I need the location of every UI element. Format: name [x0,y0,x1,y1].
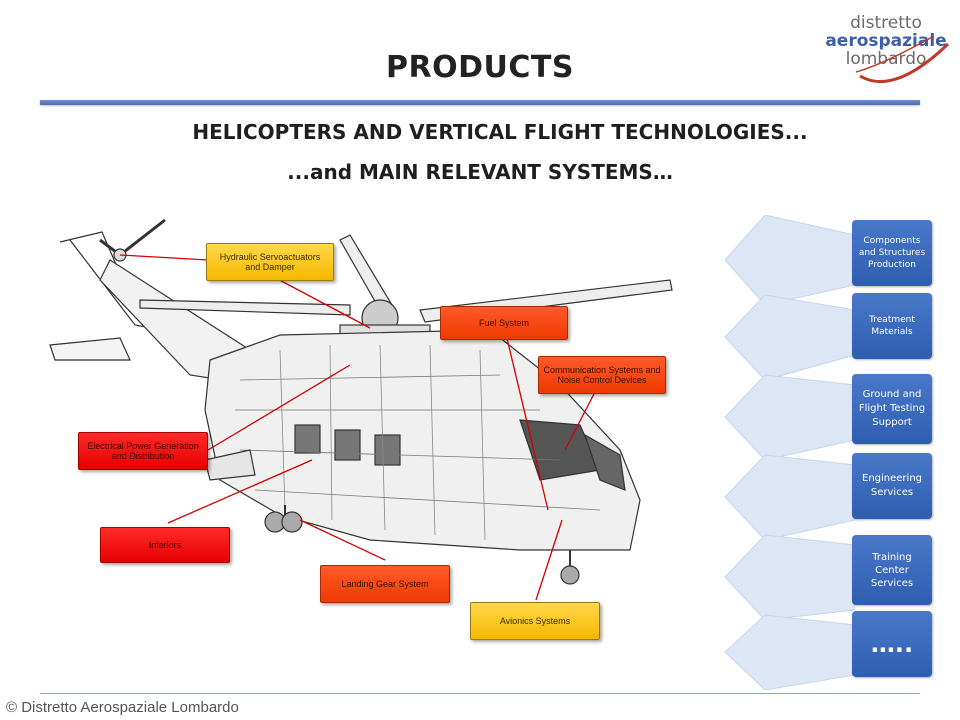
sidebar-arrows [725,215,855,690]
callout-landing-gear: Landing Gear System [320,565,450,603]
logo-swoosh-icon [855,35,950,84]
sidebar-item-components-structures[interactable]: Components and Structures Production [852,220,932,286]
logo-line-1: distretto [850,13,922,33]
footer-divider [40,693,920,694]
title-divider [40,100,920,105]
sidebar-item-engineering-services[interactable]: Engineering Services [852,453,932,519]
callout-communication-systems: Communication Systems and Noise Control … [538,356,666,394]
callout-hydraulic-servoactuators: Hydraulic Servoactuators and Damper [206,243,334,281]
footer-copyright: © Distretto Aerospaziale Lombardo [6,699,239,716]
subtitle-systems: ...and MAIN RELEVANT SYSTEMS… [287,160,673,184]
sidebar-item-ground-flight-testing[interactable]: Ground and Flight Testing Support [852,374,932,444]
sidebar-item-training-center[interactable]: Training Center Services [852,535,932,605]
subtitle-helicopters: HELICOPTERS AND VERTICAL FLIGHT TECHNOLO… [192,120,808,144]
callout-avionics-systems: Avionics Systems [470,602,600,640]
page-title: PRODUCTS [386,50,574,85]
callout-fuel-system: Fuel System [440,306,568,340]
callout-electrical-power: Electrical Power Generation and Distribu… [78,432,208,470]
sidebar-item-treatment-materials[interactable]: Treatment Materials [852,293,932,359]
sidebar-item-more[interactable]: ….. [852,611,932,677]
district-logo: distretto aerospaziale lombardo [820,8,952,88]
callout-interiors: Interiors [100,527,230,563]
logo-line-3: lombardo [845,49,927,69]
